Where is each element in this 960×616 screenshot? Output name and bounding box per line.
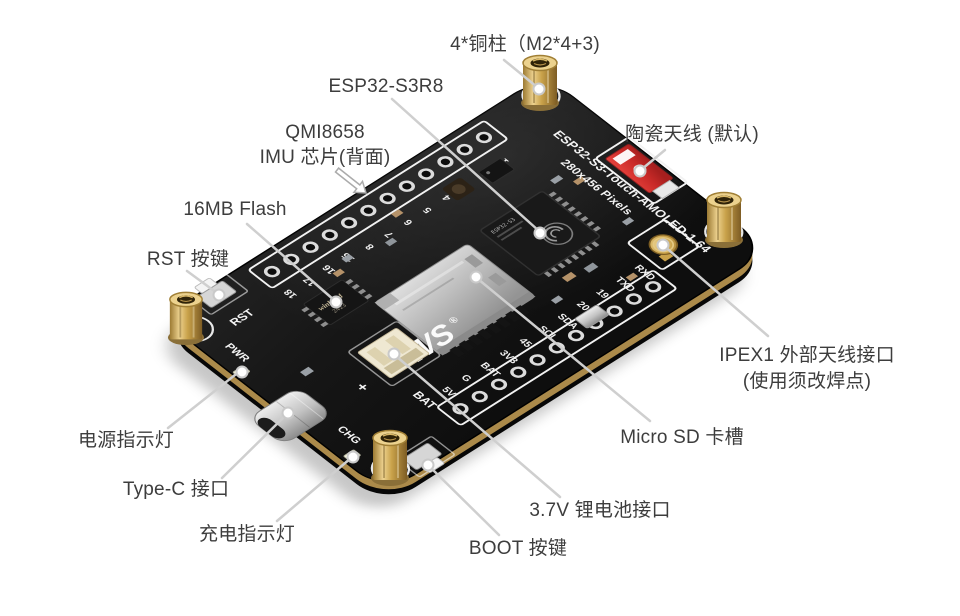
label-ipex: IPEX1 外部天线接口 (使用须改焊点) <box>719 343 895 395</box>
pin-label: 1 <box>498 156 512 166</box>
label-boot: BOOT 按键 <box>468 538 568 559</box>
label-battery: 3.7V 锂电池接口 <box>529 500 671 521</box>
label-rst: RST 按键 <box>146 249 230 270</box>
label-qmi8658: QMI8658 IMU 芯片(背面) <box>260 120 391 170</box>
leader-lines <box>166 58 770 537</box>
label-copper-pillars: 4*铜柱（M2*4+3) <box>450 34 600 55</box>
label-ceramic-antenna: 陶瓷天线 (默认) <box>625 124 759 145</box>
label-ipex-line2: (使用须改焊点) <box>742 371 872 392</box>
label-ipex-line1: IPEX1 外部天线接口 <box>719 345 895 366</box>
micro-sd-slot <box>374 244 536 358</box>
pin-label: 5 <box>421 205 435 215</box>
qmi-arrow <box>334 167 368 194</box>
pin-label: 7 <box>382 229 396 239</box>
pin-label: 4 <box>440 193 454 203</box>
label-flash: 16MB Flash <box>183 199 287 220</box>
leader-dots <box>212 82 670 472</box>
label-charge-led: 充电指示灯 <box>198 524 296 545</box>
label-qmi8658-line2: IMU 芯片(背面) <box>259 147 391 168</box>
pin-label: G <box>458 373 474 384</box>
label-type-c: Type-C 接口 <box>122 479 230 500</box>
label-power-led: 电源指示灯 <box>77 430 175 451</box>
bottom-pin-row-silk-box <box>437 270 677 426</box>
pin-label: 6 <box>402 217 416 227</box>
espressif-logo <box>541 222 574 245</box>
passive-components <box>299 158 639 377</box>
pin-label: 8 <box>363 242 377 252</box>
top-pin-row-silk-box <box>248 120 508 289</box>
label-micro-sd: Micro SD 卡槽 <box>620 427 744 448</box>
logo-registered-mark: ® <box>447 315 462 326</box>
label-qmi8658-line1: QMI8658 <box>285 122 365 143</box>
label-esp32: ESP32-S3R8 <box>328 76 444 97</box>
